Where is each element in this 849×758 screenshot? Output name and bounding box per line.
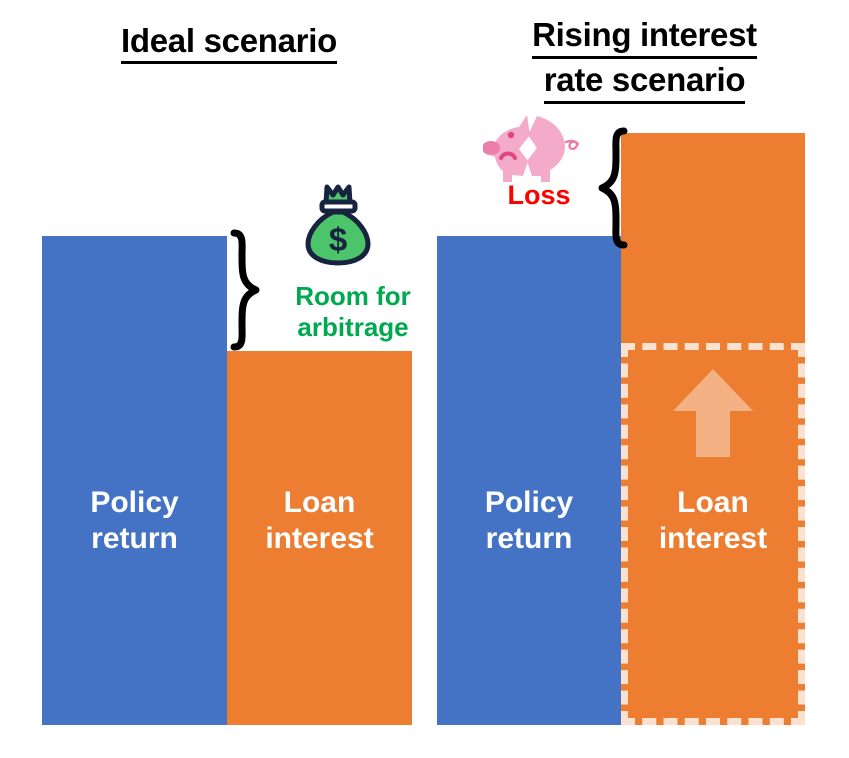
money-bag-icon: $ [305,184,371,266]
bar-label-line1: Loan [283,486,356,519]
loss-label: Loss [495,180,583,210]
panel-title-ideal-line1: Ideal scenario [121,22,337,64]
room-label-line1: Room for [295,281,411,311]
bar-policy-return-ideal: Policy return [42,236,227,725]
bar-label-line1: Policy [90,486,179,519]
bar-label-line2: interest [265,522,374,555]
loan-interest-increase-highlight [621,343,805,725]
broken-piggy-bank-icon [483,115,580,182]
bar-label-line2: return [485,522,573,555]
bar-label-policy-return-ideal: Policy return [42,485,227,557]
bar-label-line1: Loan [677,486,749,519]
bar-policy-return-rising: Policy return [437,236,621,725]
up-arrow-icon [673,369,753,457]
bar-loan-interest-ideal: Loan interest [227,351,412,725]
panel-title-ideal: Ideal scenario [0,22,458,64]
panel-title-rising-rate-line2: rate scenario [543,59,746,104]
bar-label-loan-interest-ideal: Loan interest [227,485,412,557]
room-for-arbitrage-label: Room for arbitrage [283,281,423,343]
bar-label-line2: return [91,522,178,555]
bar-label-policy-return-rising: Policy return [437,485,621,557]
svg-text:$: $ [329,221,347,258]
room-label-line2: arbitrage [297,312,409,342]
panel-title-rising-rate: Rising interest rate scenario [440,14,849,104]
panel-title-rising-rate-line1: Rising interest [532,14,757,59]
right-facing-brace-icon [230,229,260,351]
loss-label-line1: Loss [507,180,571,210]
left-facing-brace-icon [598,127,628,249]
bar-label-loan-interest-rising: Loan interest [621,485,805,557]
bar-label-line2: interest [658,522,768,555]
bar-label-line1: Policy [484,486,574,519]
